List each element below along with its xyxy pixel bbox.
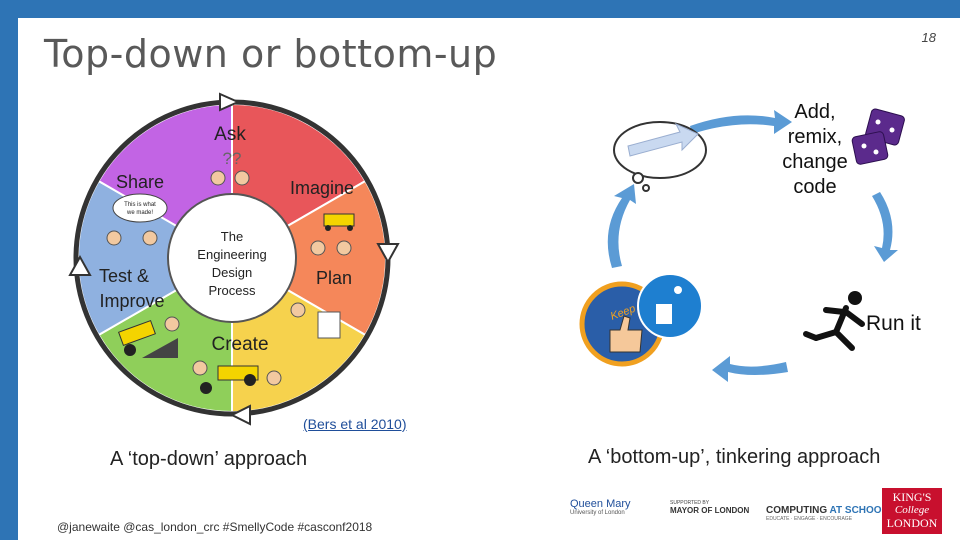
computing-at-school-logo: COMPUTING AT SCHOOL EDUCATE · ENGAGE · E…: [766, 505, 888, 522]
slide-title: Top-down or bottom-up: [44, 32, 498, 76]
loop-step-line2: remix,: [787, 126, 843, 148]
ring-arrow-left-icon: [68, 254, 92, 276]
cloud-arrow-icon: [627, 122, 699, 157]
dice-icon: [851, 108, 905, 165]
wheel-label-imagine: Imagine: [290, 178, 354, 198]
running-figure-icon: [803, 291, 865, 351]
loop-step-run-it: Run it: [866, 312, 921, 335]
left-caption: A ‘top-down’ approach: [110, 448, 308, 470]
loop-step-add-remix: Add, remix, change code: [770, 100, 860, 200]
tinkering-loop-arrows: [607, 110, 898, 382]
share-bubble-line1: This is what: [124, 202, 156, 208]
toy-car-icon: [117, 213, 355, 394]
bin-person-icon: [674, 286, 682, 294]
kcl-logo-line1: KING'S: [892, 490, 932, 504]
wheel-center-circle: [167, 193, 297, 323]
footer-hashtags: @janewaite @cas_london_crc #SmellyCode #…: [57, 520, 373, 534]
plan-paper-icon: [317, 311, 341, 339]
wheel-label-plan: Plan: [316, 268, 352, 288]
qm-logo-text: Queen Mary: [570, 498, 631, 510]
loop-step-line3: change: [782, 151, 848, 173]
wheel-center-line4: Process: [209, 283, 256, 298]
kcl-logo-line2: College: [894, 504, 930, 516]
wheel-label-ask: Ask: [214, 124, 246, 145]
wheel-label-share: Share: [116, 172, 164, 192]
wheel-label-test: Test &: [99, 266, 149, 286]
cas-logo-text: COMPUTING AT SCHOOL: [766, 505, 888, 516]
mayor-logo-text: MAYOR OF LONDON: [670, 506, 750, 515]
page-number: 18: [921, 30, 936, 45]
mayor-logo-supported: SUPPORTED BY: [670, 500, 710, 506]
thumbs-up-icon: [609, 315, 643, 353]
mayor-of-london-logo: SUPPORTED BY MAYOR OF LONDON: [670, 500, 765, 515]
qm-logo-subtext: University of London: [570, 510, 625, 516]
top-border-bar: [0, 0, 960, 18]
bin-body-icon: [656, 304, 672, 324]
wheel-label-create: Create: [211, 334, 268, 355]
right-caption: A ‘bottom-up’, tinkering approach: [588, 446, 881, 468]
kid-faces-icon: [106, 170, 352, 386]
queen-mary-logo: Queen Mary University of London: [570, 498, 660, 516]
loop-step-line1: Add,: [794, 101, 836, 123]
ring-arrow-right-icon: [376, 243, 400, 265]
share-speech-bubble: [112, 193, 168, 223]
citation-link[interactable]: (Bers et al 2010): [303, 416, 407, 432]
wheel-label-improve: Improve: [99, 291, 164, 311]
kings-college-logo: KING'S College LONDON: [882, 488, 942, 534]
cas-logo-subtext: EDUCATE · ENGAGE · ENCOURAGE: [766, 516, 853, 522]
left-border-bar: [0, 0, 18, 540]
loop-step-line4: code: [793, 176, 837, 198]
ask-question-marks: ??: [223, 149, 242, 168]
share-bubble-line2: we made!: [126, 210, 153, 216]
ring-arrow-top-icon: [219, 92, 241, 112]
kcl-logo-line3: LONDON: [886, 516, 938, 530]
wheel-center-line1: The: [221, 229, 243, 244]
wheel-center-line3: Design: [212, 265, 252, 280]
ring-arrow-bottom-icon: [229, 404, 251, 426]
wheel-center-line2: Engineering: [197, 247, 266, 262]
